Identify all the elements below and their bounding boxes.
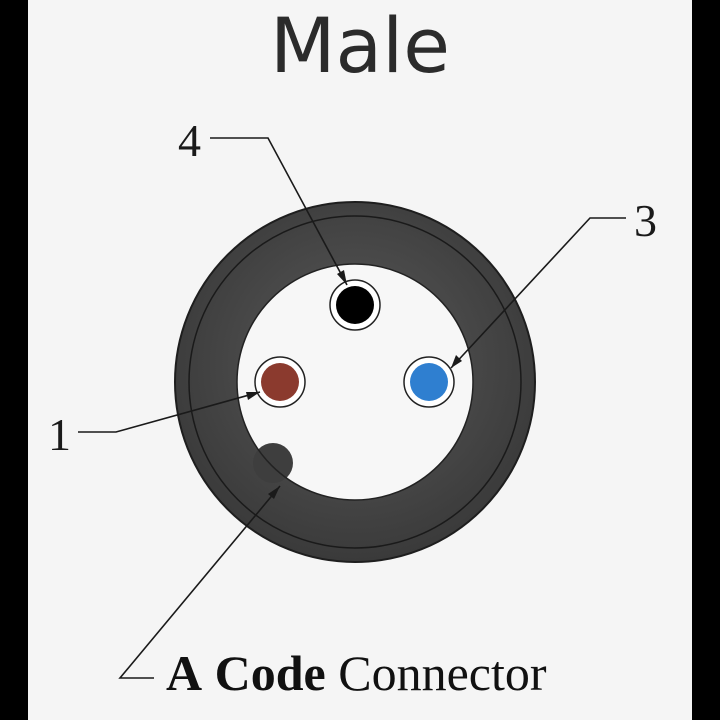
caption-part-code: Code xyxy=(214,645,326,701)
connector-caption: A Code Connector xyxy=(166,646,547,701)
pin-4 xyxy=(329,279,381,331)
connector-face xyxy=(236,263,474,501)
caption-part-a: A xyxy=(166,645,203,701)
pin-3-label: 3 xyxy=(634,195,657,246)
pin-1-contact xyxy=(261,363,299,401)
pin-1-leader-line xyxy=(78,391,261,433)
pin-3-leader-line xyxy=(450,217,626,369)
pin-3-arrowhead xyxy=(451,355,462,368)
pin-1-arrowhead xyxy=(246,392,260,400)
pin-3 xyxy=(403,356,455,408)
pin-4-label: 4 xyxy=(178,115,201,166)
keying-leader-line xyxy=(118,485,281,679)
connector-diagram: 4 3 1 xyxy=(48,115,657,679)
pin-1 xyxy=(254,356,306,408)
pin-3-contact xyxy=(410,363,448,401)
caption-part-connector: Connector xyxy=(338,645,547,701)
connector-title: Male xyxy=(269,1,451,90)
pin-4-leader-line xyxy=(210,137,348,286)
diagram-canvas: Male xyxy=(28,0,692,720)
pin-1-label: 1 xyxy=(48,409,71,460)
pin-4-arrowhead xyxy=(337,270,347,285)
keying-arrowhead xyxy=(268,486,280,499)
pin-4-contact xyxy=(336,286,374,324)
connector-shell-inner-ring xyxy=(188,215,522,549)
keying-notch xyxy=(253,443,293,483)
